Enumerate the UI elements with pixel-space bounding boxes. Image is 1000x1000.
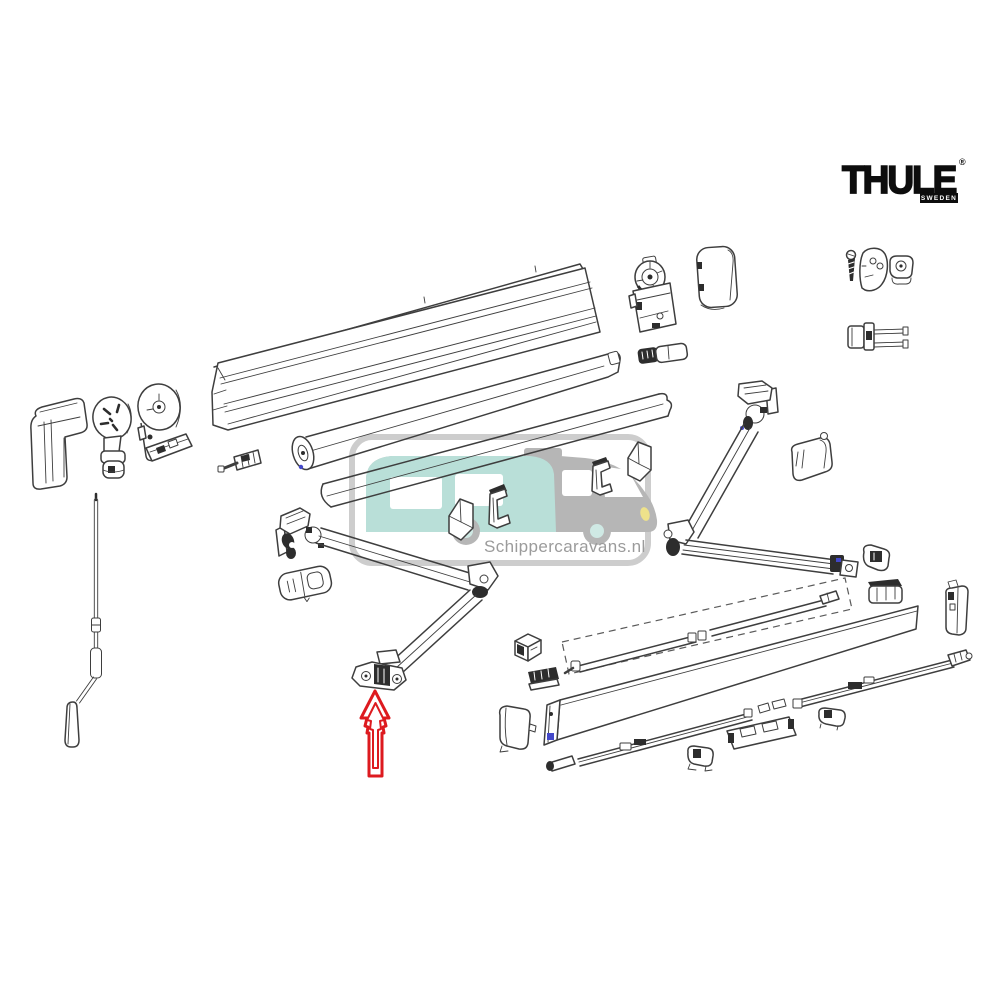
screw — [845, 249, 857, 281]
right-slider — [868, 579, 903, 604]
registered-mark: ® — [959, 157, 966, 167]
top-connector — [637, 342, 689, 364]
small-slider — [528, 667, 560, 691]
right-spring-arm — [663, 380, 859, 578]
tension-rafter-kit — [561, 577, 853, 675]
corner-end-piece — [945, 579, 969, 636]
rafter-rod — [563, 590, 840, 675]
brand-tagline: SWEDEN — [920, 193, 958, 203]
right-end-cap-cover — [696, 245, 738, 310]
pin-clip — [847, 322, 909, 351]
left-arm-foot-bracket — [351, 649, 407, 691]
mounting-plate — [859, 247, 889, 292]
left-spring-arm — [275, 507, 499, 691]
watermark-text: Schippercaravans.nl — [484, 537, 646, 556]
crank-rod — [64, 492, 102, 748]
gear-knob — [92, 396, 132, 479]
left-end-cap — [30, 397, 88, 490]
brand-logo: THULE ® SWEDEN — [841, 157, 974, 208]
folded-bracket-1 — [448, 498, 474, 541]
folded-bracket-2 — [627, 441, 652, 482]
cloth-roll — [320, 392, 673, 508]
watermark: Schippercaravans.nl — [349, 434, 658, 566]
motorhome-icon — [366, 448, 658, 545]
lead-rail-left — [546, 708, 753, 772]
left-connector — [217, 449, 262, 473]
right-clamp — [862, 544, 891, 572]
left-gearbox — [137, 383, 193, 462]
clip-a — [687, 745, 714, 772]
case-profile — [211, 265, 601, 431]
wall-bracket-2 — [591, 457, 613, 496]
roller-tube — [291, 350, 621, 471]
small-block — [514, 633, 542, 662]
wall-bracket-1 — [488, 484, 511, 529]
lead-rail-right — [757, 649, 973, 714]
curved-cover — [498, 705, 537, 753]
top-gearbox — [628, 255, 677, 333]
knuckle-cover — [790, 432, 833, 482]
highlight-arrow — [359, 689, 391, 778]
clip-b — [818, 707, 846, 731]
front-panel — [543, 605, 919, 746]
left-arm-cover — [277, 565, 333, 603]
small-cap — [889, 255, 914, 285]
base-plate — [726, 716, 797, 750]
